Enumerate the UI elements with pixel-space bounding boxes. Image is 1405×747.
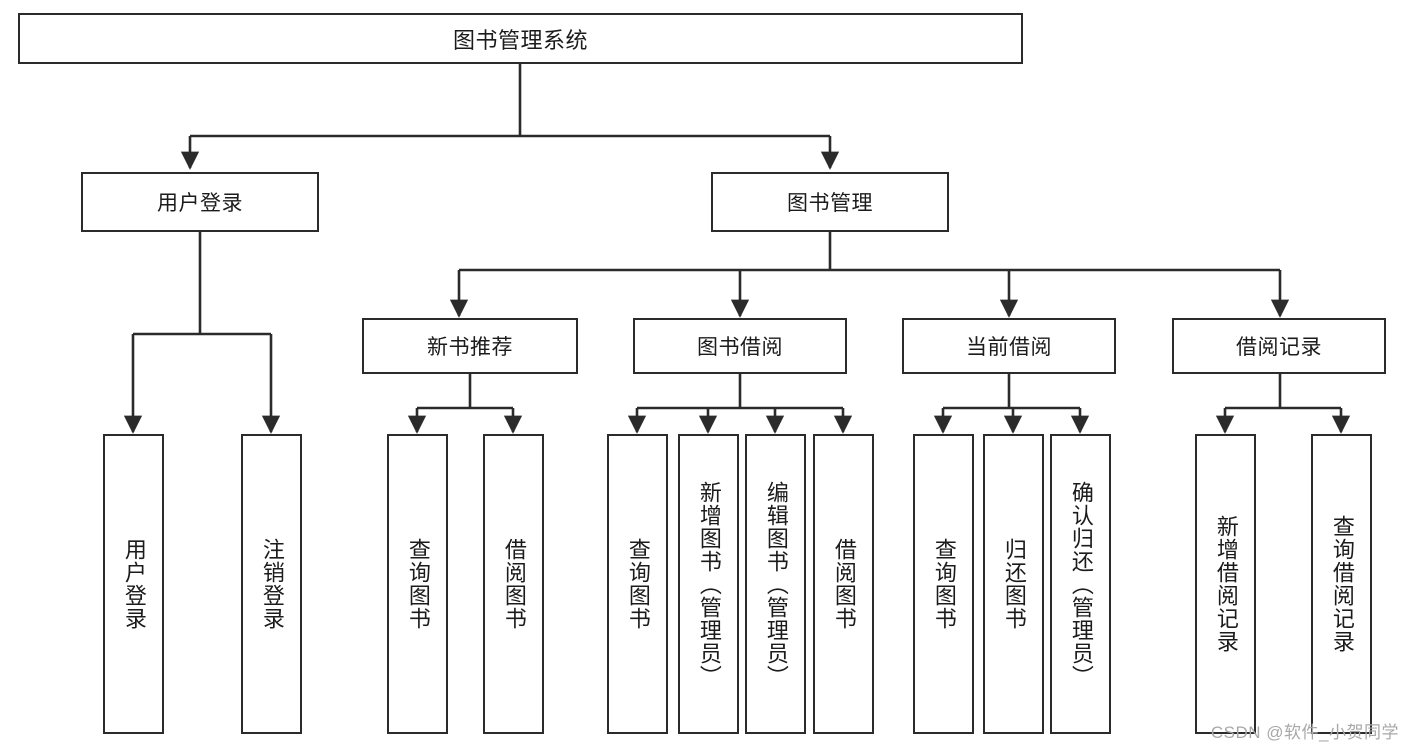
node-label: 注销登录 bbox=[259, 538, 285, 630]
node-label: 新书推荐 bbox=[427, 336, 513, 359]
leaf-query-book-3[interactable]: 查询图书 bbox=[913, 434, 974, 734]
node-label: 用户登录 bbox=[121, 538, 147, 630]
leaf-user-login[interactable]: 用户登录 bbox=[103, 434, 164, 734]
leaf-logout[interactable]: 注销登录 bbox=[241, 434, 302, 734]
leaf-borrow-book-1[interactable]: 借阅图书 bbox=[483, 434, 544, 734]
leaf-borrow-book-2[interactable]: 借阅图书 bbox=[813, 434, 874, 734]
node-label: 查询图书 bbox=[405, 538, 431, 630]
node-label: 新增借阅记录 bbox=[1213, 515, 1239, 653]
node-label: 当前借阅 bbox=[966, 336, 1052, 359]
node-new-book-recommend[interactable]: 新书推荐 bbox=[362, 318, 578, 374]
leaf-add-borrow-record[interactable]: 新增借阅记录 bbox=[1195, 434, 1256, 734]
node-label: 查询图书 bbox=[931, 538, 957, 630]
node-root-book-management-system[interactable]: 图书管理系统 bbox=[18, 13, 1023, 64]
leaf-query-borrow-record[interactable]: 查询借阅记录 bbox=[1311, 434, 1372, 734]
leaf-add-book-admin[interactable]: 新增图书（管理员） bbox=[678, 434, 739, 734]
node-label: 图书管理系统 bbox=[452, 27, 588, 53]
node-label: 新增图书（管理员） bbox=[696, 480, 722, 688]
node-label: 查询借阅记录 bbox=[1329, 515, 1355, 653]
leaf-confirm-return-admin[interactable]: 确认归还（管理员） bbox=[1050, 434, 1111, 734]
node-book-borrow[interactable]: 图书借阅 bbox=[633, 318, 847, 374]
node-borrow-record[interactable]: 借阅记录 bbox=[1172, 318, 1386, 374]
leaf-edit-book-admin[interactable]: 编辑图书（管理员） bbox=[745, 434, 806, 734]
node-label: 查询图书 bbox=[625, 538, 651, 630]
node-label: 用户登录 bbox=[157, 192, 243, 215]
leaf-query-book-1[interactable]: 查询图书 bbox=[387, 434, 448, 734]
node-label: 编辑图书（管理员） bbox=[763, 480, 789, 688]
node-label: 图书管理 bbox=[787, 192, 873, 215]
node-user-login[interactable]: 用户登录 bbox=[81, 172, 319, 232]
node-label: 图书借阅 bbox=[697, 336, 783, 359]
node-label: 确认归还（管理员） bbox=[1068, 480, 1094, 688]
leaf-return-book[interactable]: 归还图书 bbox=[983, 434, 1044, 734]
leaf-query-book-2[interactable]: 查询图书 bbox=[607, 434, 668, 734]
node-label: 借阅图书 bbox=[831, 538, 857, 630]
node-label: 归还图书 bbox=[1001, 538, 1027, 630]
node-label: 借阅记录 bbox=[1236, 336, 1322, 359]
node-book-management[interactable]: 图书管理 bbox=[711, 172, 949, 232]
csdn-watermark: CSDN @软件_小贺同学 bbox=[1210, 723, 1399, 742]
node-current-borrow[interactable]: 当前借阅 bbox=[902, 318, 1116, 374]
node-label: 借阅图书 bbox=[501, 538, 527, 630]
